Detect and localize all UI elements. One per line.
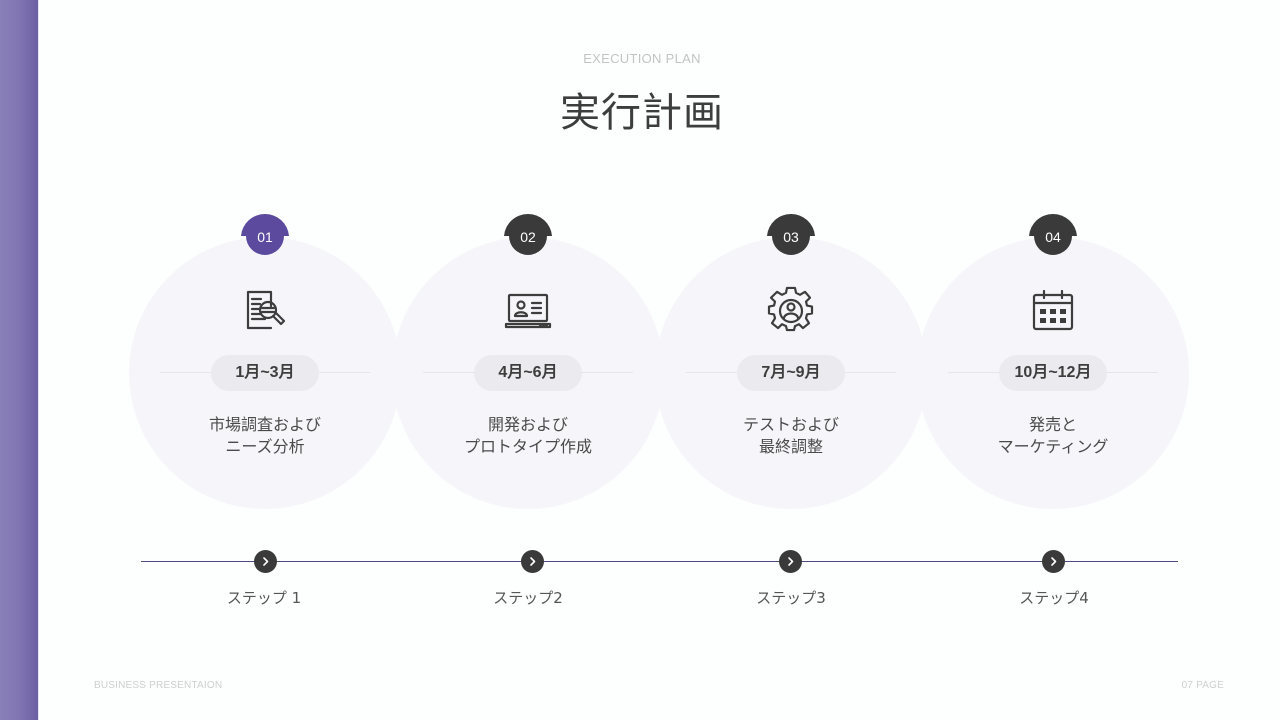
phase-number-badge: 02 <box>504 214 552 256</box>
chevron-right-icon <box>521 550 544 573</box>
chevron-right-icon <box>254 550 277 573</box>
phase-period-pill: 1月~3月 <box>211 355 319 391</box>
phase-card-3: 03 7月~9月 テストおよび 最終調整 <box>671 214 911 474</box>
page-title: 実行計画 <box>560 90 724 136</box>
chevron-right-icon <box>779 550 802 573</box>
timeline-line <box>141 561 1178 562</box>
section-subtitle: EXECUTION PLAN <box>583 51 701 66</box>
step-label-2: ステップ2 <box>493 589 563 607</box>
phase-card-4: 04 10月~12月 発売と マーケティング <box>933 214 1173 474</box>
phase-description: 発売と マーケティング <box>997 415 1109 456</box>
phase-description: 開発および プロトタイプ作成 <box>463 415 592 456</box>
phase-number-badge: 04 <box>1029 214 1077 256</box>
step-label-3: ステップ3 <box>756 589 826 607</box>
phase-card-1: 01 1月~3月 市場調査および ニーズ分析 <box>145 214 385 474</box>
calendar-icon <box>1029 286 1077 334</box>
phase-description: 市場調査および ニーズ分析 <box>208 415 321 456</box>
footer-page-number: 07 PAGE <box>1181 680 1224 691</box>
phase-number-badge: 03 <box>767 214 815 256</box>
sidebar-accent-bar <box>0 0 39 720</box>
document-search-icon <box>241 286 289 334</box>
phase-period-pill: 10月~12月 <box>999 355 1107 391</box>
phase-period-pill: 4月~6月 <box>474 355 582 391</box>
phase-description: テストおよび 最終調整 <box>742 415 839 456</box>
phase-period-pill: 7月~9月 <box>737 355 845 391</box>
footer-presentation-label: BUSINESS PRESENTAION <box>94 680 223 691</box>
phase-number-badge: 01 <box>241 214 289 256</box>
chevron-right-icon <box>1042 550 1065 573</box>
step-label-1: ステップ 1 <box>226 589 302 607</box>
gear-user-icon <box>767 286 815 334</box>
step-label-4: ステップ4 <box>1019 589 1089 607</box>
laptop-profile-icon <box>504 286 552 334</box>
phase-card-2: 02 4月~6月 開発および プロトタイプ作成 <box>408 214 648 474</box>
